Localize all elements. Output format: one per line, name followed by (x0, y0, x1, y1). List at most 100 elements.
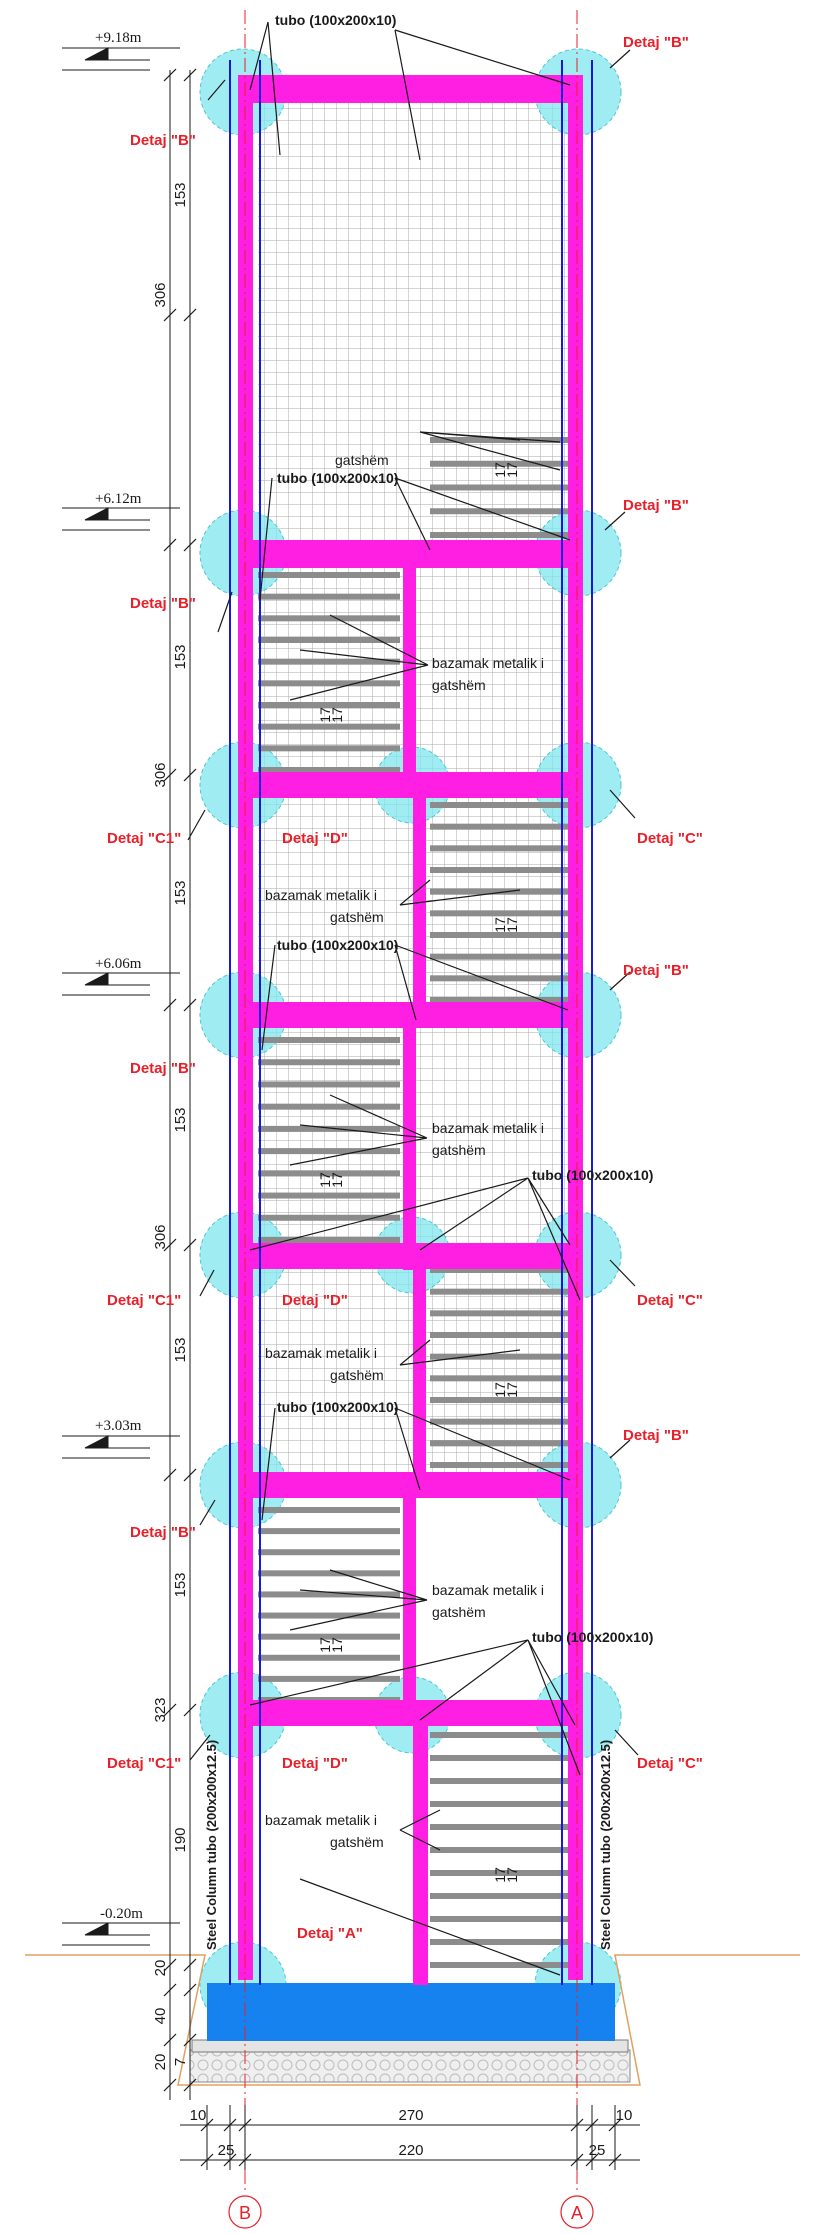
stair-tread (430, 1462, 570, 1468)
steel-column-label-left: Steel Column tubo (200x200x12.5) (204, 1740, 219, 1950)
stair-tread (430, 1801, 570, 1807)
stair-tread (258, 1507, 400, 1513)
stair-tread (430, 1893, 570, 1899)
axis-label-a: A (571, 2203, 583, 2223)
dim-306-b: 306 (152, 762, 169, 787)
stair-tread (430, 1375, 570, 1382)
axis-label-b: B (239, 2203, 251, 2223)
steel-column-label-right: Steel Column tubo (200x200x12.5) (598, 1740, 613, 1950)
stair-tread (430, 953, 570, 960)
stair-tread (258, 1125, 400, 1132)
detail-c-2: Detaj "C" (637, 1292, 703, 1309)
lean-concrete (191, 2039, 629, 2053)
stair-tread (430, 1870, 570, 1876)
stair-tread (258, 745, 400, 752)
step-height-label: 17 (317, 1637, 333, 1653)
stair-tread (258, 572, 400, 578)
dim-20-b: 20 (152, 2054, 169, 2071)
stair-tread (430, 532, 570, 538)
step-height-label: 17 (492, 1867, 508, 1883)
level-triangle (84, 47, 109, 61)
stair-tread (258, 1037, 400, 1043)
stair-tread (258, 1170, 400, 1177)
dim-153-a: 153 (172, 182, 189, 207)
level-020: -0.20m (100, 1906, 143, 1922)
stair-tread (430, 1778, 570, 1784)
note-bazamak-1a: bazamak metalik i (432, 655, 544, 671)
stair-tread (430, 1962, 570, 1968)
detail-d-3: Detaj "D" (282, 1755, 348, 1772)
stair-tread (258, 1148, 400, 1155)
note-bazamak-1b: gatshëm (432, 677, 486, 693)
note-bazamak-4b: gatshëm (330, 1367, 384, 1383)
note-tubo-2: tubo (100x200x10) (277, 470, 398, 486)
excavation-line (25, 1954, 800, 2086)
note-tubo-3: tubo (100x200x10) (277, 937, 398, 953)
step-height-label: 17 (329, 707, 345, 723)
stair-tread (430, 1916, 570, 1922)
dim-bottom-left-half: 25 (218, 2142, 235, 2159)
detail-c1-1: Detaj "C1" (107, 830, 181, 847)
detail-c1-2: Detaj "C1" (107, 1292, 181, 1309)
stair-tread (430, 437, 570, 443)
stair-tread (430, 1847, 570, 1853)
stair-tread (430, 997, 570, 1003)
stair-tread (258, 1591, 400, 1598)
dim-bottom-total: 270 (398, 2107, 423, 2124)
stair-tread (258, 723, 400, 730)
note-bazamak-2a: bazamak metalik i (265, 887, 377, 903)
stair-tread (430, 845, 570, 852)
detail-b-612-right: Detaj "B" (623, 497, 689, 514)
note-tubo-6: tubo (100x200x10) (532, 1629, 653, 1645)
dim-bottom-right-half: 25 (589, 2142, 606, 2159)
dim-323: 323 (152, 1697, 169, 1722)
foundation-gravel (189, 2049, 631, 2083)
stair-tread (258, 1237, 400, 1243)
stair-tread (430, 1440, 570, 1447)
step-height-label: 17 (504, 462, 520, 478)
level-606: +6.06m (95, 956, 142, 972)
grating-panel-top (258, 85, 570, 545)
detail-d-2: Detaj "D" (282, 1292, 348, 1309)
stair-tread (430, 1267, 570, 1273)
dimension-texts-left: 153 306 153 306 153 153 306 153 153 323 … (152, 182, 189, 2070)
stair-tread (430, 1824, 570, 1830)
level-612: +6.12m (95, 491, 142, 507)
stair-tread (258, 1081, 400, 1088)
dim-153-c: 153 (172, 880, 189, 905)
detail-c-3: Detaj "C" (637, 1755, 703, 1772)
dim-7: 7 (172, 2058, 189, 2066)
step-height-label: 17 (492, 1382, 508, 1398)
note-gatshem-top: gatshëm (335, 452, 389, 468)
stair-tread (430, 484, 570, 491)
stair-tread (430, 823, 570, 830)
leader-lines (187, 21, 639, 1976)
note-bazamak-6b: gatshëm (330, 1834, 384, 1850)
step-height-label: 17 (504, 1867, 520, 1883)
stair-tread (430, 1310, 570, 1317)
step-height-label: 17 (317, 1172, 333, 1188)
stair-tread (430, 508, 570, 515)
detail-d-1: Detaj "D" (282, 830, 348, 847)
dim-bottom-inner: 220 (398, 2142, 423, 2159)
stair-tread (430, 910, 570, 917)
stair-tread (430, 932, 570, 938)
stair-tread (430, 1418, 570, 1425)
step-height-label: 17 (329, 1637, 345, 1653)
stair-tread (430, 1939, 570, 1945)
stair-tread (258, 593, 400, 600)
level-918: +9.18m (95, 30, 142, 46)
detail-c-1: Detaj "C" (637, 830, 703, 847)
stair-tread (430, 975, 570, 982)
stair-tread (430, 1332, 570, 1338)
dim-40: 40 (152, 2008, 169, 2025)
dimension-lines-left (169, 70, 191, 2100)
dim-153-f: 153 (172, 1572, 189, 1597)
stair-tread (258, 1612, 400, 1619)
step-height-label: 17 (504, 1382, 520, 1398)
detail-c1-3: Detaj "C1" (107, 1755, 181, 1772)
note-bazamak-2b: gatshëm (330, 909, 384, 925)
level-triangle (84, 1922, 109, 1936)
level-markers (62, 47, 180, 1946)
